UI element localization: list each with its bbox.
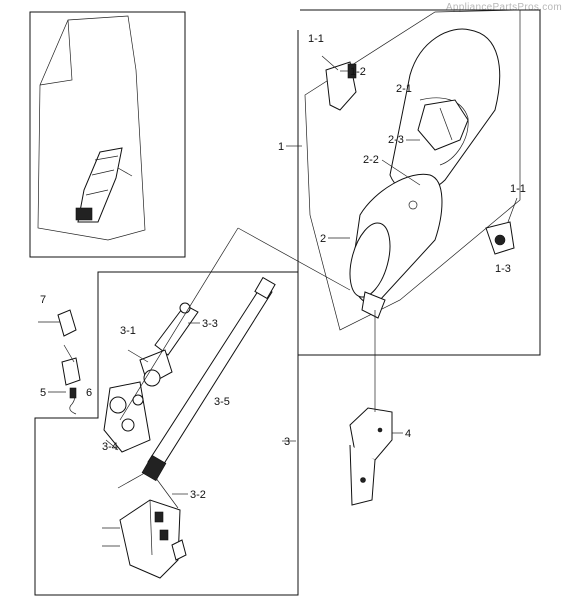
label-6: 6 bbox=[86, 387, 92, 399]
label-2-3: 2-3 bbox=[388, 134, 404, 146]
spring-clamp-5-6 bbox=[61, 344, 81, 415]
label-1-1-right: 1-1 bbox=[510, 183, 526, 195]
inset-overview-box bbox=[29, 11, 186, 258]
mounting-bracket-4 bbox=[349, 407, 393, 506]
watermark-text: AppliancePartsPros.com bbox=[445, 2, 562, 13]
label-1: 1 bbox=[278, 141, 284, 153]
inset-valve-assembly bbox=[75, 147, 133, 223]
label-2: 2 bbox=[320, 233, 326, 245]
sensor-1-3 bbox=[485, 197, 518, 255]
label-4: 4 bbox=[405, 428, 411, 440]
callout-labels: 1 1-1 1-2 2-1 2-3 2-2 1-1 1-3 2 7 3-1 3-… bbox=[40, 33, 526, 501]
lower-cylinder bbox=[349, 173, 443, 319]
label-5: 5 bbox=[40, 387, 46, 399]
label-7: 7 bbox=[40, 294, 46, 306]
label-1-2: 1-2 bbox=[350, 66, 366, 78]
bracket-1-2 bbox=[321, 55, 357, 111]
label-3: 3 bbox=[284, 436, 290, 448]
burner-tube-3-5 bbox=[141, 276, 276, 482]
label-2-2: 2-2 bbox=[363, 154, 379, 166]
label-2-1: 2-1 bbox=[396, 83, 412, 95]
gas-valve-3-4 bbox=[103, 381, 151, 453]
coil-3-3 bbox=[127, 302, 199, 387]
drum-assembly-box bbox=[297, 9, 541, 356]
label-1-3: 1-3 bbox=[495, 263, 511, 275]
valve-assembly-box bbox=[34, 271, 299, 596]
burner-bracket-3-2 bbox=[102, 499, 187, 579]
label-3-2: 3-2 bbox=[190, 489, 206, 501]
label-1-1-top: 1-1 bbox=[308, 33, 324, 45]
label-3-3: 3-3 bbox=[202, 318, 218, 330]
clip-7 bbox=[38, 309, 77, 337]
label-3-1: 3-1 bbox=[120, 325, 136, 337]
label-3-5: 3-5 bbox=[214, 396, 230, 408]
upper-cylinder bbox=[389, 28, 501, 193]
leader-lines bbox=[117, 227, 376, 509]
label-3-4: 3-4 bbox=[102, 441, 118, 453]
